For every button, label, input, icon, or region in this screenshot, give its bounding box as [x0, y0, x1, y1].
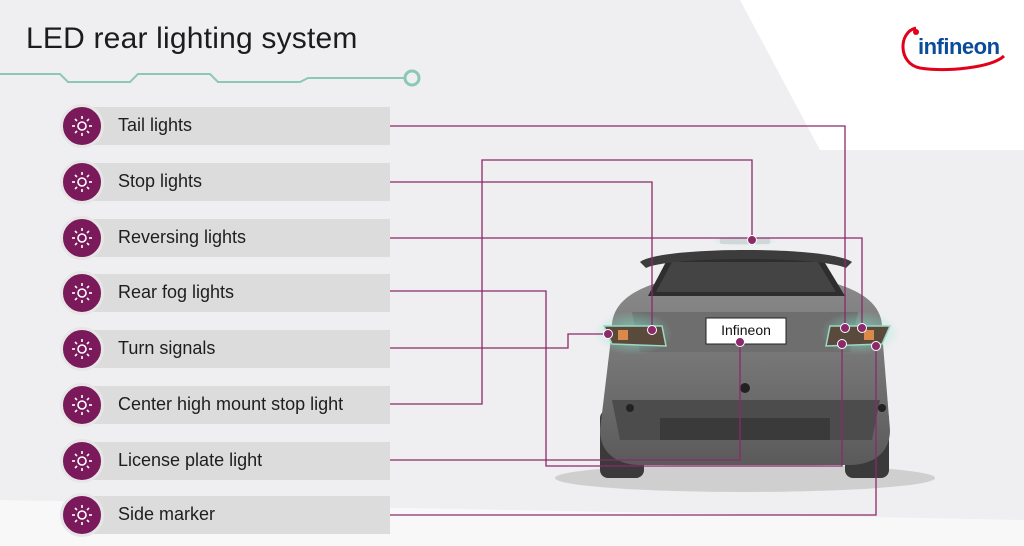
list-item: Tail lights — [60, 104, 390, 148]
list-item: Reversing lights — [60, 216, 390, 260]
item-label: Reversing lights — [118, 227, 247, 247]
light-bulb-icon — [60, 271, 104, 315]
light-bulb-icon — [60, 383, 104, 427]
item-label: Side marker — [118, 504, 216, 524]
item-label: Turn signals — [118, 338, 216, 358]
light-bulb-icon — [60, 439, 104, 483]
item-label: Center high mount stop light — [118, 394, 344, 414]
list-item: License plate light — [60, 439, 390, 483]
label-bar — [82, 496, 390, 534]
label-bar — [82, 274, 390, 312]
label-bar — [82, 107, 390, 145]
item-label: Stop lights — [118, 171, 203, 191]
item-label: License plate light — [118, 450, 263, 470]
light-bulb-icon — [60, 160, 104, 204]
light-bulb-icon — [60, 104, 104, 148]
light-bulb-icon — [60, 493, 104, 537]
list-item: Stop lights — [60, 160, 390, 204]
label-bar — [82, 442, 390, 480]
light-bulb-icon — [60, 216, 104, 260]
item-label: Rear fog lights — [118, 282, 235, 302]
title-underline-circuit — [0, 69, 421, 87]
page-title: LED rear lighting system — [26, 22, 358, 55]
label-bar — [82, 330, 390, 368]
infineon-logo — [901, 26, 1006, 71]
label-bar — [82, 163, 390, 201]
label-bar — [82, 386, 390, 424]
label-bar — [82, 219, 390, 257]
license-plate-text: Infineon — [721, 322, 771, 338]
list-item: Center high mount stop light — [60, 383, 390, 427]
light-bulb-icon — [60, 327, 104, 371]
list-item: Turn signals — [60, 327, 390, 371]
list-item: Rear fog lights — [60, 271, 390, 315]
brand-wordmark: infineon — [918, 34, 1000, 59]
list-item: Side marker — [60, 493, 390, 537]
item-label: Tail lights — [118, 115, 193, 135]
